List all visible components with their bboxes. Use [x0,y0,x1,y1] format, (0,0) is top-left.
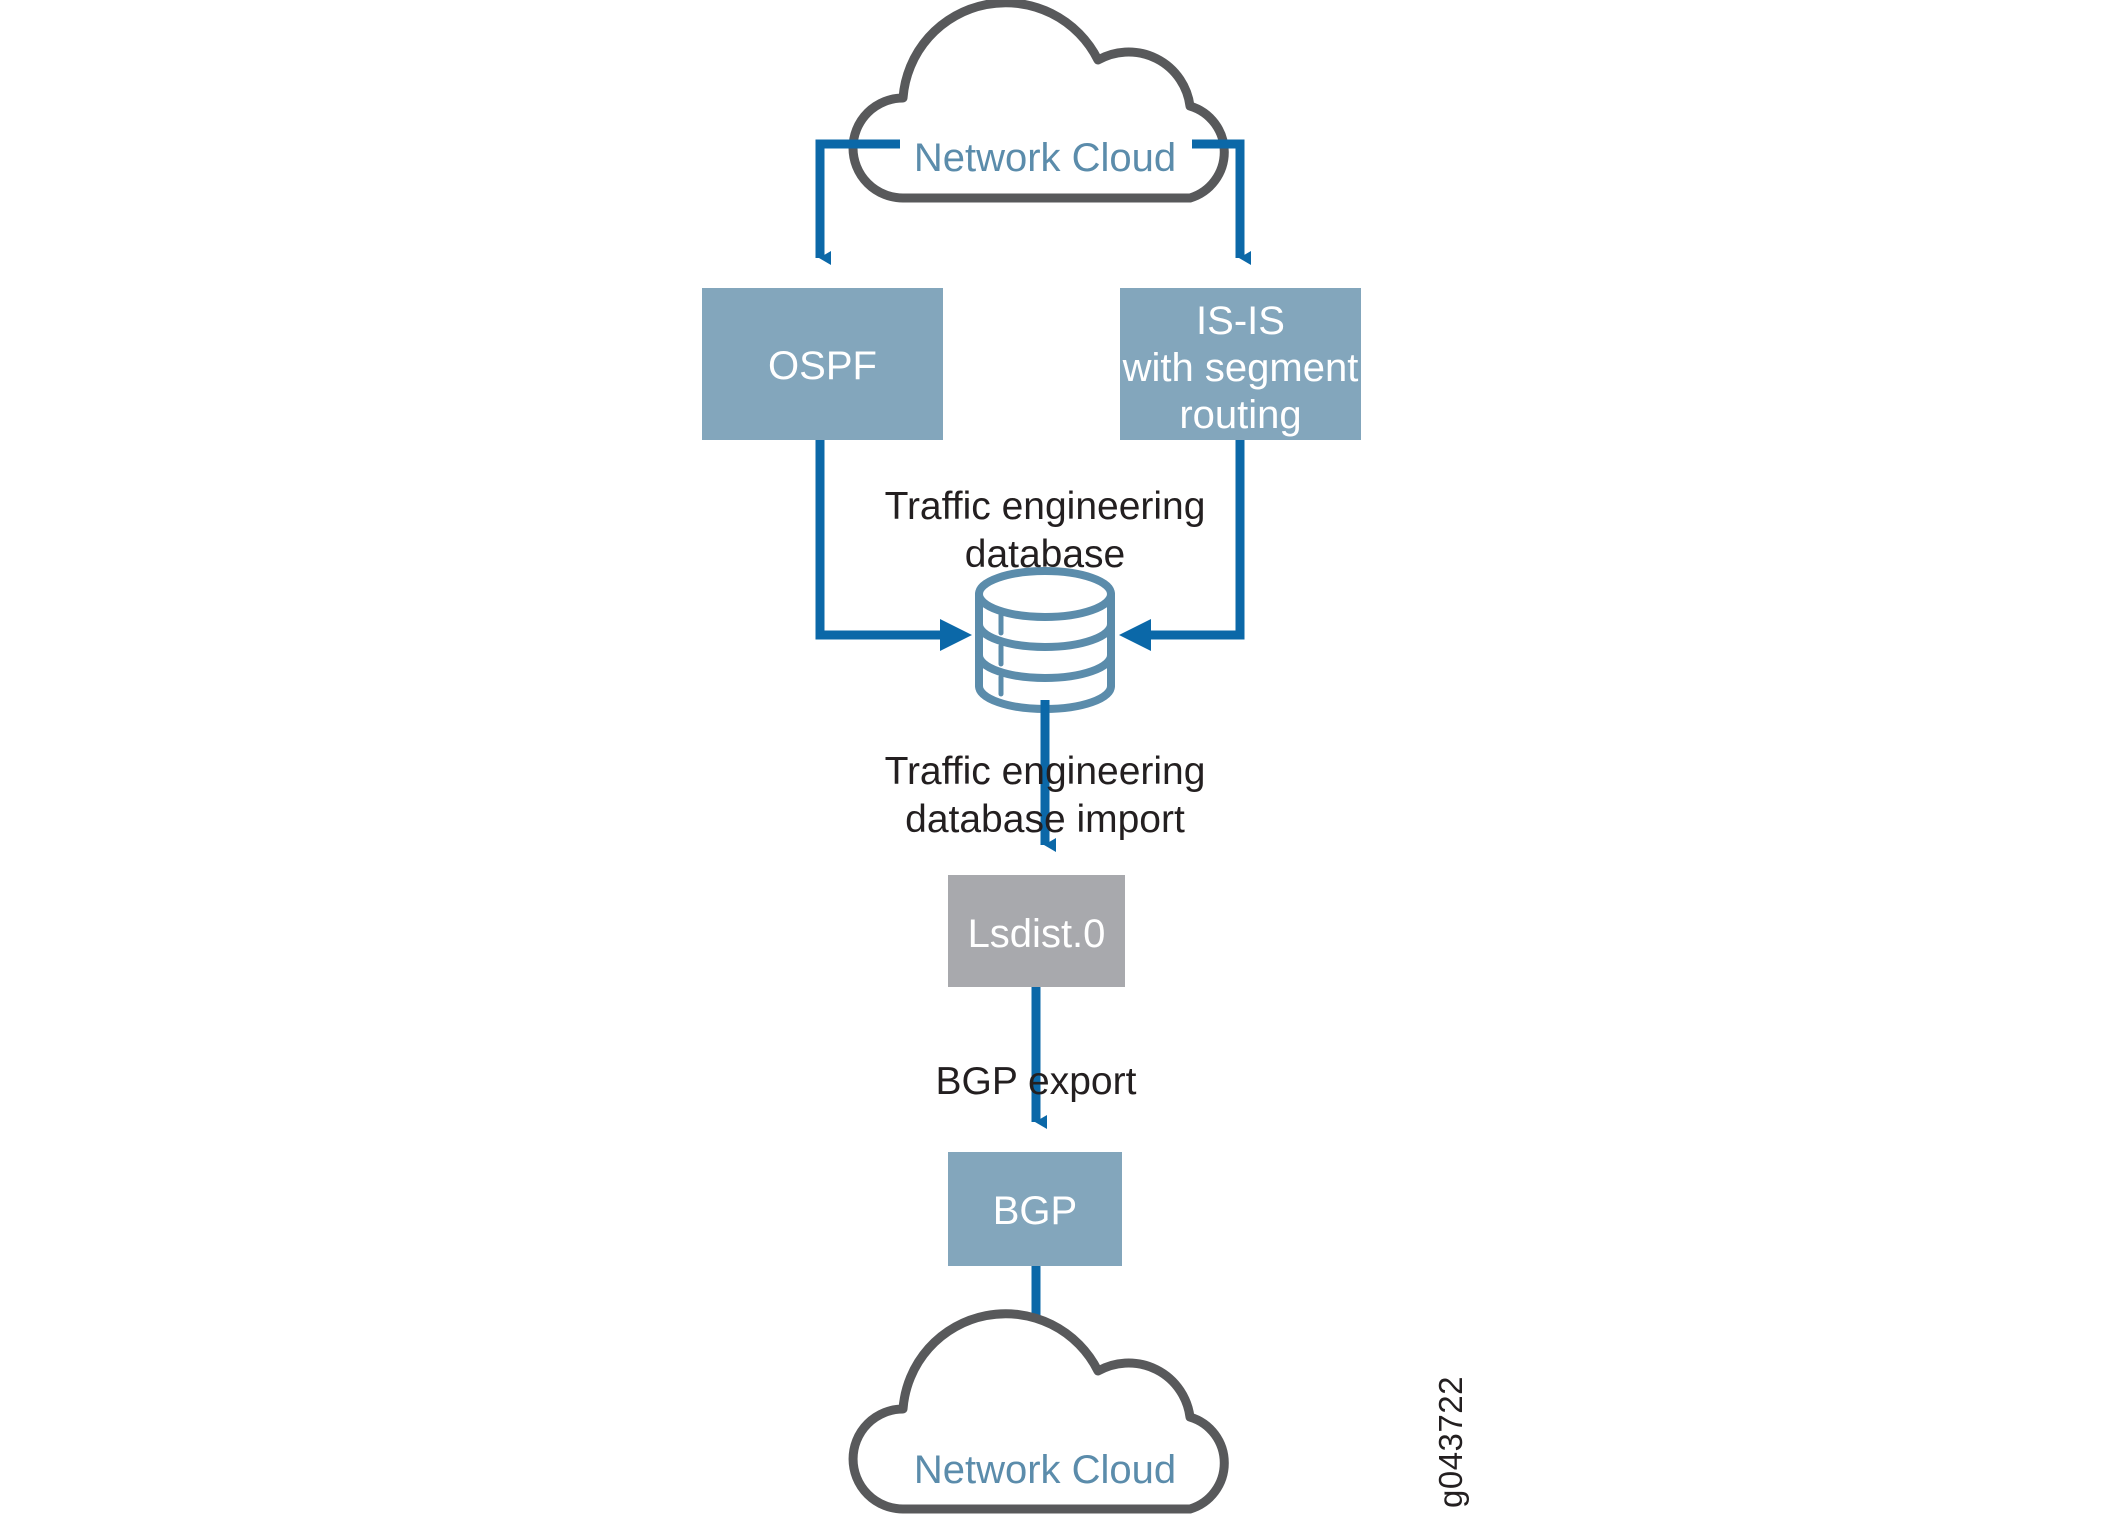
figure-id-watermark: g043722 [1432,1376,1469,1508]
edge-ospf-to-ted [815,440,972,651]
node-ted-database-cylinder [975,567,1115,713]
cloud-bottom-shape [848,1309,1229,1514]
edge-cloud-to-isis [1192,139,1251,265]
edge-isis-to-ted [1119,440,1245,651]
node-isis-box [1120,288,1361,440]
node-bgp-box [948,1152,1122,1266]
edge-cloud-to-ospf [815,139,900,265]
node-lsdist-box [948,875,1125,987]
cloud-top-shape [848,0,1229,203]
node-ospf-box [702,288,943,440]
